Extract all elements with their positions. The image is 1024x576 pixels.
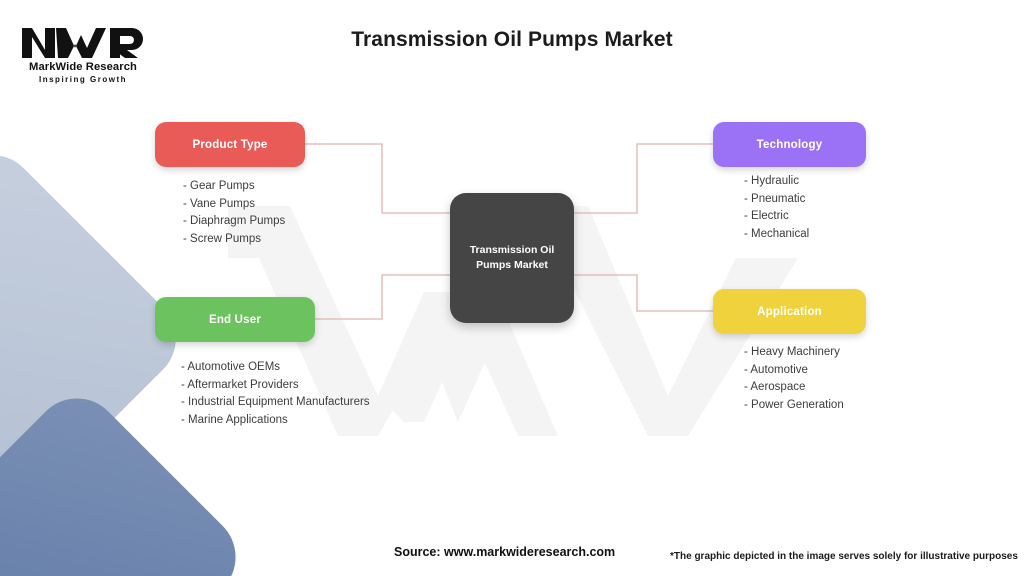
list-item: - Electric xyxy=(744,210,789,222)
center-node-line1: Transmission Oil xyxy=(469,243,555,256)
connector-end-user xyxy=(315,274,450,320)
list-item: - Diaphragm Pumps xyxy=(183,215,286,227)
list-item: - Gear Pumps xyxy=(183,180,255,192)
connector-application xyxy=(574,274,713,312)
list-item: - Mechanical xyxy=(744,227,810,240)
list-item: - Automotive OEMs xyxy=(181,361,281,373)
list-item: - Aerospace xyxy=(744,381,806,393)
list-application: - Heavy Machinery - Automotive - Aerospa… xyxy=(744,344,844,414)
list-item: - Heavy Machinery xyxy=(744,346,840,358)
brand-logo: MarkWide Research Inspiring Growth xyxy=(18,24,148,84)
list-technology: - Hydraulic - Pneumatic - Electric - Mec… xyxy=(744,173,809,243)
list-item: - Vane Pumps xyxy=(183,197,256,210)
node-end-user-label: End User xyxy=(208,313,262,326)
disclaimer-text: *The graphic depicted in the image serve… xyxy=(670,551,1018,562)
logo-tagline: Inspiring Growth xyxy=(39,75,127,84)
connector-technology xyxy=(574,143,713,214)
node-product-type-label: Product Type xyxy=(192,138,268,151)
mwr-logo-mark xyxy=(22,28,143,58)
center-node[interactable]: Transmission Oil Pumps Market xyxy=(450,193,574,323)
node-technology-label: Technology xyxy=(756,138,823,151)
node-product-type[interactable]: Product Type xyxy=(155,122,305,167)
node-application[interactable]: Application xyxy=(713,289,866,334)
node-technology[interactable]: Technology xyxy=(713,122,866,167)
list-item: - Automotive xyxy=(744,363,808,376)
page-title: Transmission Oil Pumps Market xyxy=(351,28,673,51)
connector-product-type xyxy=(305,143,450,214)
list-item: - Marine Applications xyxy=(181,413,288,426)
list-item: - Hydraulic xyxy=(744,175,799,187)
list-item: - Aftermarket Providers xyxy=(181,378,299,391)
list-item: - Power Generation xyxy=(744,398,844,411)
list-product-type: - Gear Pumps - Vane Pumps - Diaphragm Pu… xyxy=(183,178,285,248)
list-end-user: - Automotive OEMs - Aftermarket Provider… xyxy=(181,359,370,429)
node-application-label: Application xyxy=(757,305,822,318)
center-node-line2: Pumps Market xyxy=(476,259,548,271)
list-item: - Pneumatic xyxy=(744,192,806,205)
list-item: - Screw Pumps xyxy=(183,232,261,245)
source-text: Source: www.markwideresearch.com xyxy=(394,545,616,559)
list-item: - Industrial Equipment Manufacturers xyxy=(181,396,370,408)
node-end-user[interactable]: End User xyxy=(155,297,315,342)
logo-company-name: MarkWide Research xyxy=(29,61,137,73)
